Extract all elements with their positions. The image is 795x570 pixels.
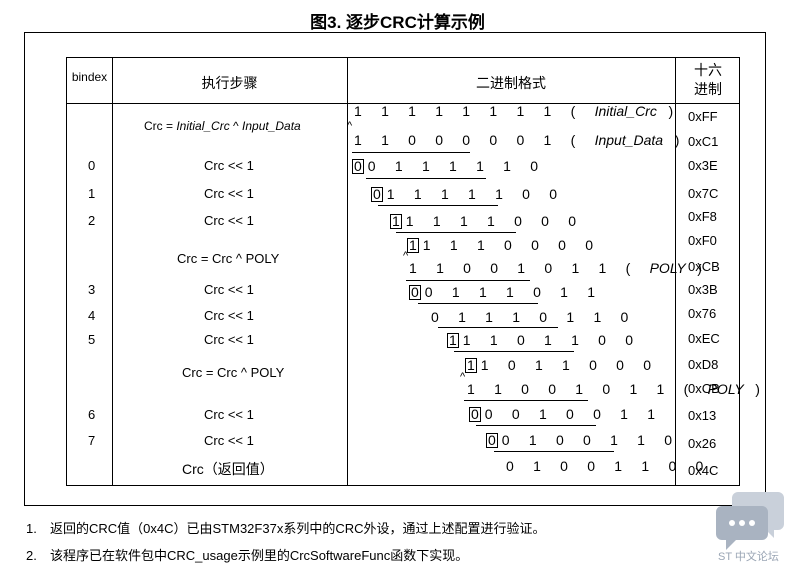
hex-value: 0xCB: [688, 381, 720, 396]
hex-value: 0x3B: [688, 282, 718, 297]
shift-line: [396, 232, 516, 233]
hex-value: 0xD8: [688, 357, 719, 372]
hex-value: 0x76: [688, 306, 717, 321]
bindex-value: 5: [88, 332, 96, 347]
binary-value: 1 1 1 1 1 1 1 1 ( Initial_Crc ): [354, 103, 681, 119]
hex-value: 0xF8: [688, 209, 717, 224]
header-hex: 十六 进制: [694, 62, 722, 97]
binary-value: 1 1 0 0 1 0 1 1 ( POLY ): [467, 381, 768, 397]
binary-value: 0 1 1 1 0 1 1 0: [431, 309, 637, 325]
figure-frame: [24, 32, 766, 506]
xor-line: [406, 280, 530, 281]
shift-line: [476, 425, 596, 426]
crc-table: bindex 执行步骤 二进制格式 十六 进制: [66, 57, 740, 486]
xor-caret: ^: [347, 120, 353, 132]
binary-value: 1 1 0 0 0 0 0 1 ( Input_Data ): [354, 132, 688, 148]
xor-line: [464, 400, 588, 401]
step-text: Crc << 1: [204, 186, 254, 201]
bindex-value: 7: [88, 433, 96, 448]
shift-line: [438, 327, 558, 328]
footnote: 1.返回的CRC值（0x4C）已由STM32F37x系列中的CRC外设，通过上述…: [26, 521, 546, 536]
hex-value: 0xCB: [688, 259, 720, 274]
shift-line: [378, 205, 498, 206]
step-text: Crc << 1: [204, 332, 254, 347]
step-text: Crc（返回值）: [182, 461, 274, 477]
hex-value: 0x13: [688, 408, 717, 423]
col-divider: [347, 58, 348, 485]
step-text: Crc << 1: [204, 213, 254, 228]
xor-caret: ^: [460, 371, 466, 383]
binary-value: 0 1 0 0 1 1 0 0: [506, 458, 712, 474]
shift-line: [418, 303, 538, 304]
bindex-value: 4: [88, 308, 96, 323]
step-text: Crc << 1: [204, 308, 254, 323]
shift-line: [366, 178, 486, 179]
step-text: Crc << 1: [204, 282, 254, 297]
header-bindex: bindex: [71, 70, 108, 84]
hex-value: 0xC1: [688, 134, 719, 149]
bindex-value: 3: [88, 282, 96, 297]
bindex-value: 2: [88, 213, 96, 228]
shift-line: [494, 451, 614, 452]
step-text: Crc = Crc ^ POLY: [177, 251, 280, 266]
step-text: Crc << 1: [204, 158, 254, 173]
col-divider: [112, 58, 113, 485]
bindex-value: 6: [88, 407, 96, 422]
hex-value: 0x3E: [688, 158, 718, 173]
header-binary: 二进制格式: [476, 75, 546, 91]
xor-caret: ^: [403, 250, 409, 262]
header-divider: [67, 103, 739, 104]
hex-value: 0x26: [688, 436, 717, 451]
bindex-value: 1: [88, 186, 96, 201]
hex-value: 0xF0: [688, 233, 717, 248]
hex-value: 0xEC: [688, 331, 720, 346]
step-text: Crc << 1: [204, 433, 254, 448]
binary-value: 1 1 0 0 1 0 1 1 ( POLY ): [409, 260, 710, 276]
hex-value: 0x7C: [688, 186, 719, 201]
header-steps: 执行步骤: [201, 75, 258, 91]
forum-chat-icon: [716, 492, 784, 550]
watermark-text: ST 中文论坛: [718, 551, 779, 563]
col-divider: [675, 58, 676, 485]
figure-title: 图3. 逐步CRC计算示例: [310, 13, 485, 32]
bindex-value: 0: [88, 158, 96, 173]
footnote: 2.该程序已在软件包中CRC_usage示例里的CrcSoftwareFunc函…: [26, 548, 469, 563]
step-text: Crc = Crc ^ POLY: [182, 365, 285, 380]
hex-value: 0xFF: [688, 109, 718, 124]
step-text: Crc = Initial_Crc ^ Input_Data: [144, 119, 301, 133]
xor-line: [352, 152, 470, 153]
hex-value: 0x4C: [688, 463, 719, 478]
shift-line: [454, 351, 574, 352]
step-text: Crc << 1: [204, 407, 254, 422]
